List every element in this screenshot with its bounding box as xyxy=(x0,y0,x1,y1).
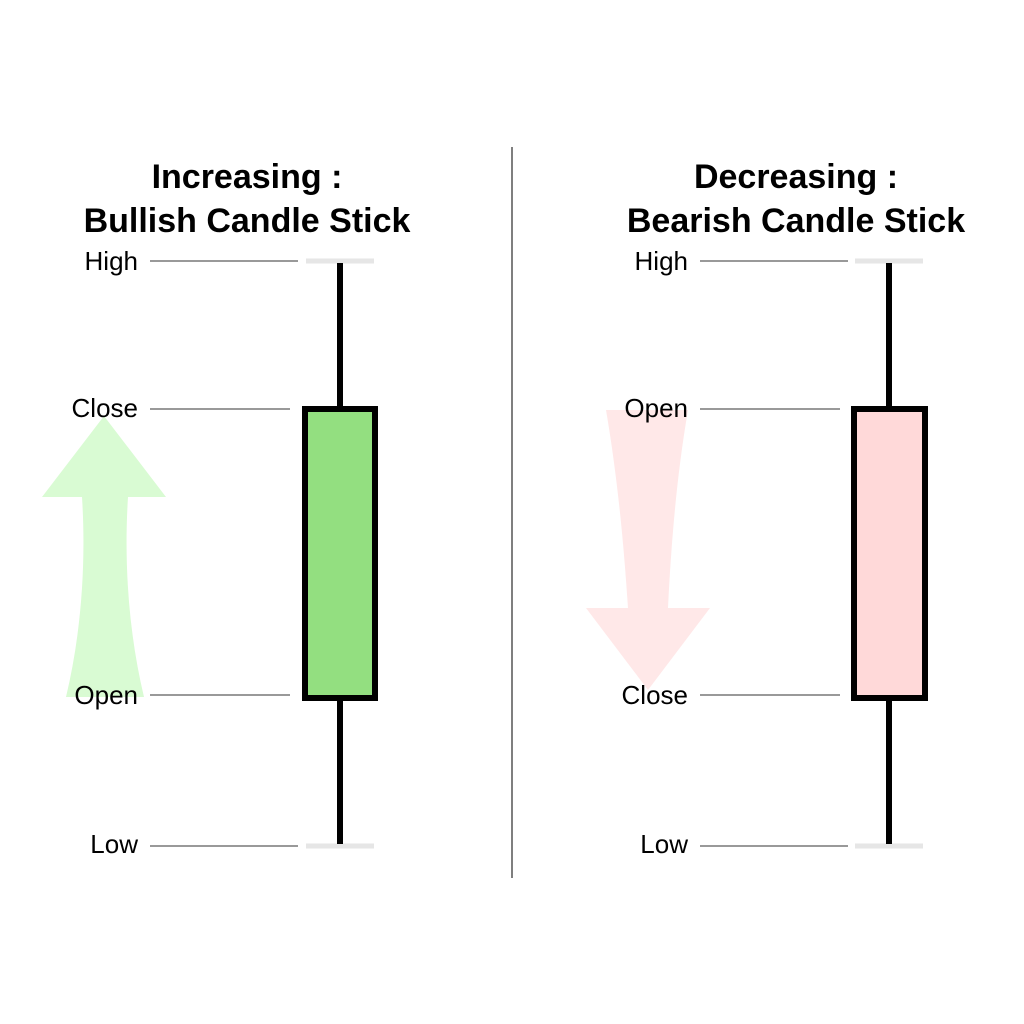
down-arrow-icon xyxy=(586,410,710,690)
bearish-title-line1: Decreasing : xyxy=(694,158,898,196)
bullish-close-label: Close xyxy=(72,393,138,423)
bearish-panel: Decreasing : Bearish Candle Stick High O… xyxy=(586,158,965,859)
bearish-close-label: Close xyxy=(622,680,688,710)
bearish-candle-body xyxy=(851,406,928,701)
bearish-open-label: Open xyxy=(624,393,688,423)
bullish-title-line2: Bullish Candle Stick xyxy=(84,202,411,240)
bearish-low-label: Low xyxy=(640,829,688,859)
bullish-high-label: High xyxy=(85,246,138,276)
bearish-high-label: High xyxy=(635,246,688,276)
bullish-title-line1: Increasing : xyxy=(152,158,343,196)
bullish-candle-body xyxy=(302,406,378,701)
up-arrow-icon xyxy=(42,416,166,697)
bullish-panel: Increasing : Bullish Candle Stick High C… xyxy=(42,158,411,859)
bullish-low-label: Low xyxy=(90,829,138,859)
bullish-open-label: Open xyxy=(74,680,138,710)
bearish-title-line2: Bearish Candle Stick xyxy=(627,202,965,240)
